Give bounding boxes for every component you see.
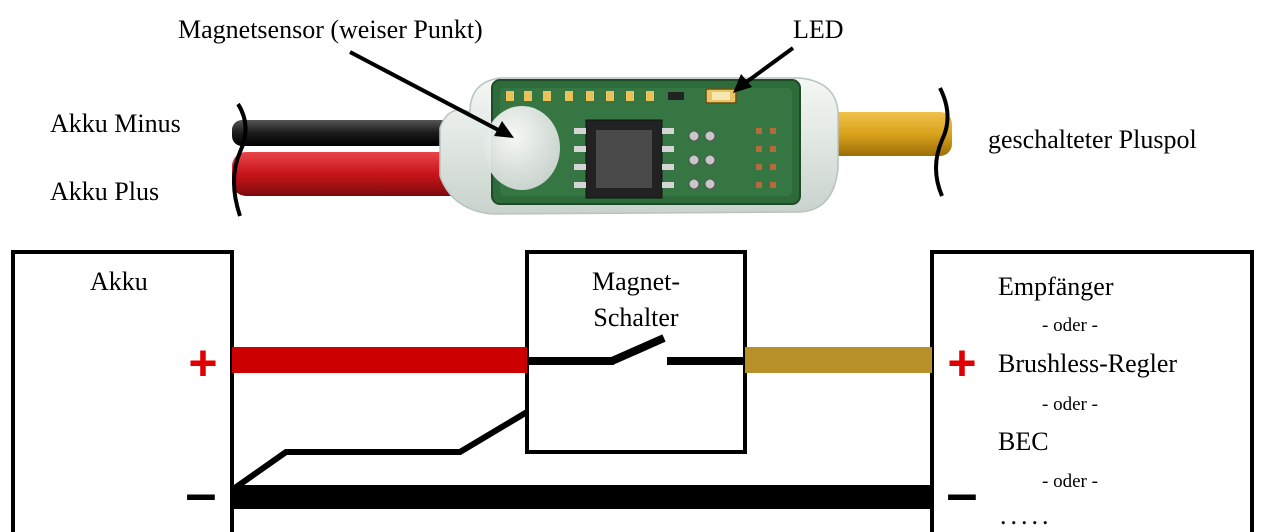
minus-sign-left: – [185, 461, 216, 524]
consumer-box [930, 250, 1254, 532]
sensor-pointer-arrow [349, 50, 514, 138]
break-mark-left [232, 102, 248, 217]
label-battery-minus: Akku Minus [50, 109, 181, 138]
consumer-brushless: Brushless-Regler [998, 349, 1177, 378]
consumer-receiver: Empfänger [998, 272, 1114, 301]
consumer-or-1: - oder - [1042, 315, 1098, 336]
magnet-sensor-dot [484, 106, 560, 190]
circuit-schematic: Akku Magnet- Schalter + – + – Empfänger … [11, 250, 1254, 532]
plus-wire [232, 347, 527, 373]
device-photo: Magnetsensor (weiser Punkt) LED Akku Min… [50, 15, 1197, 217]
label-battery-plus: Akku Plus [50, 177, 159, 206]
red-cable [232, 152, 482, 196]
label-switched-plus: geschalteter Pluspol [988, 125, 1197, 154]
consumer-or-2: - oder - [1042, 394, 1098, 415]
consumer-more: ..... [1000, 501, 1053, 530]
black-cable [232, 120, 482, 146]
switch-label-line2: Schalter [593, 303, 679, 332]
switch-contacts [527, 334, 745, 365]
minus-wire [232, 485, 932, 509]
consumer-bec: BEC [998, 427, 1049, 456]
switch-label-line1: Magnet- [592, 267, 680, 296]
switched-plus-wire [745, 347, 932, 373]
consumer-or-3: - oder - [1042, 471, 1098, 492]
label-magnet-sensor: Magnetsensor (weiser Punkt) [178, 15, 483, 44]
label-battery: Akku [90, 267, 148, 296]
label-led: LED [793, 15, 844, 44]
plus-sign-left: + [188, 335, 217, 391]
led-pointer-arrow [733, 46, 795, 93]
break-mark-right [934, 87, 950, 197]
sensor-control-wire [230, 409, 529, 493]
minus-sign-right: – [946, 461, 977, 524]
battery-box [11, 250, 234, 532]
pcb-pads [506, 91, 684, 101]
plus-sign-right: + [947, 335, 976, 391]
